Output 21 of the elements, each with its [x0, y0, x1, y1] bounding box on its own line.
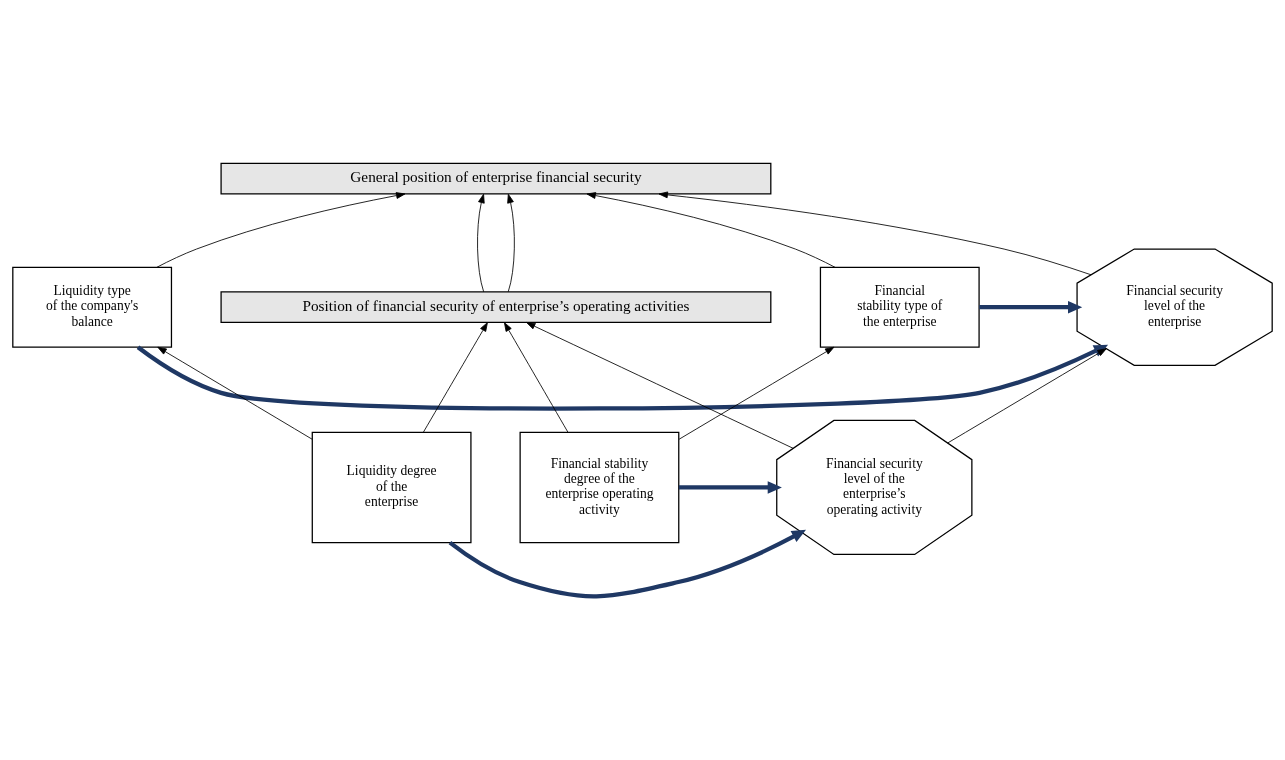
- node-box: Financial stability degree of the enterprise operating activity: [519, 431, 680, 544]
- arrow: [156, 192, 406, 268]
- arrow: [658, 191, 1092, 276]
- arrow: [586, 192, 836, 268]
- arrow: [979, 300, 1083, 314]
- arrow: [422, 322, 488, 433]
- arrow: [477, 193, 485, 293]
- arrow: [678, 481, 782, 494]
- node-box: General position of enterprise financial security: [220, 162, 772, 195]
- arrow: [507, 193, 515, 293]
- arrow: [526, 322, 794, 449]
- node-box: Liquidity type of the company's balance: [12, 266, 173, 348]
- arrow: [157, 346, 313, 440]
- arrow: [136, 344, 1109, 411]
- node-box: Position of financial security of enterprise’s operating activities: [220, 291, 772, 324]
- arrow: [504, 322, 569, 433]
- arrow: [678, 346, 835, 440]
- arrow: [448, 529, 807, 599]
- arrow: [947, 348, 1107, 444]
- node-box: Financial stability type of the enterprise: [819, 266, 980, 348]
- node-box: Liquidity degree of the enterprise: [311, 431, 472, 544]
